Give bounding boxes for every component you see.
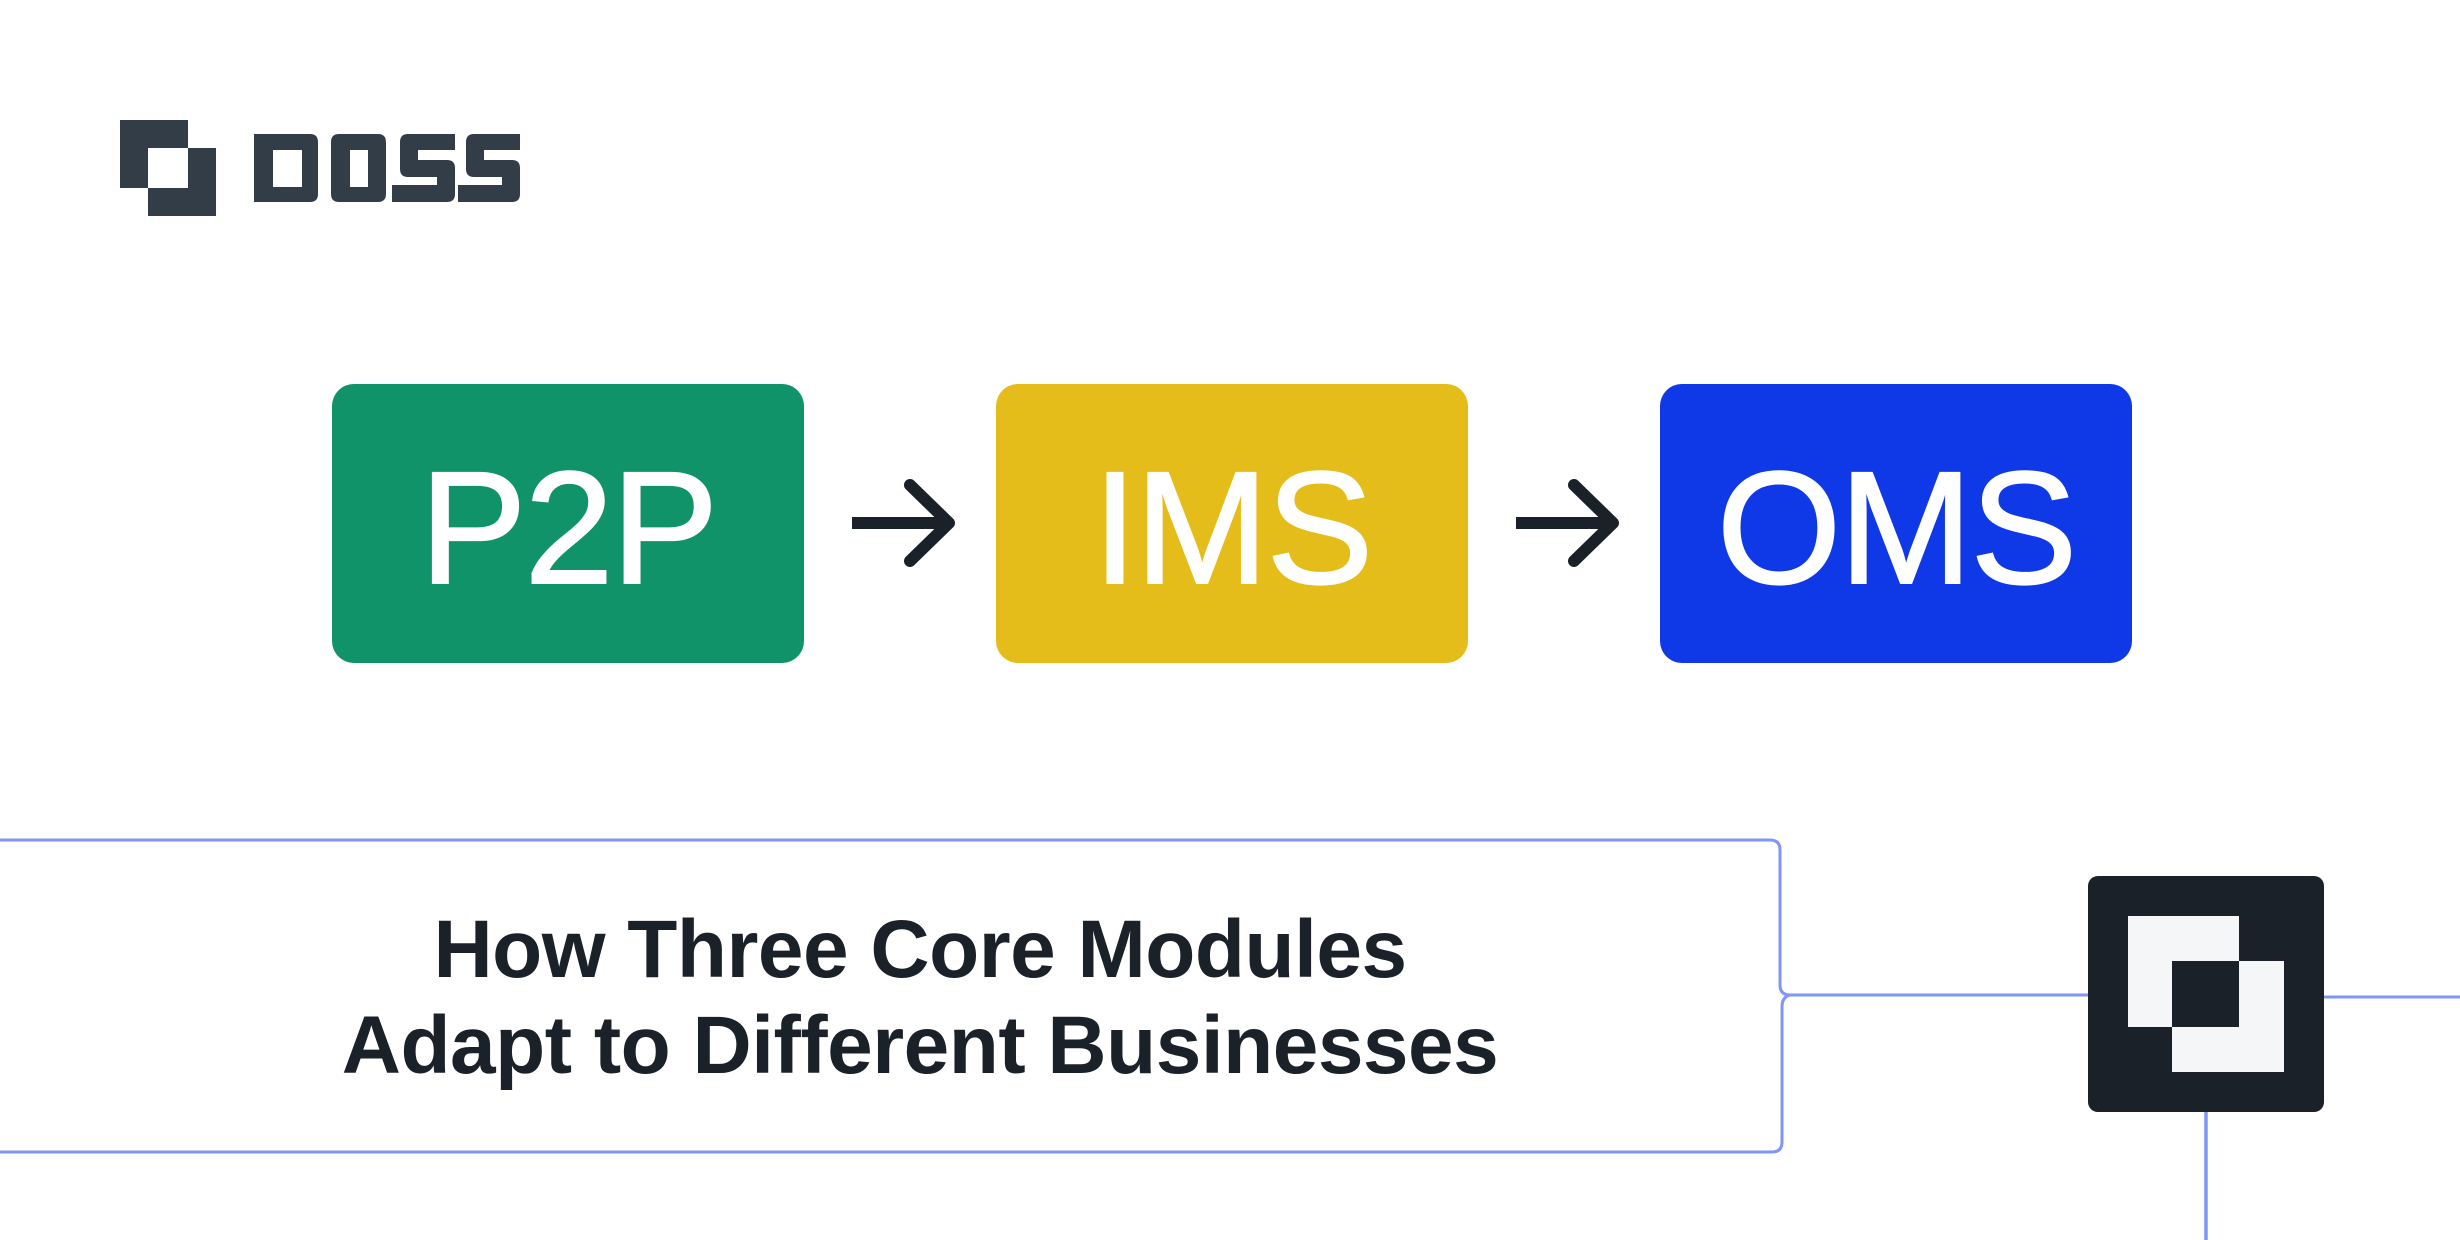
arrow-right-icon <box>850 478 960 568</box>
arrow-right-icon <box>1514 478 1624 568</box>
brand-wordmark <box>254 134 520 202</box>
title-line-2: Adapt to Different Businesses <box>341 1000 1499 1091</box>
doss-logo-icon <box>2128 916 2284 1072</box>
doss-logo-icon <box>120 120 216 216</box>
logo-badge <box>2088 876 2324 1112</box>
brand-logo <box>120 120 216 216</box>
module-label-p2p: P2P <box>419 437 719 617</box>
title-frame <box>0 838 2460 1240</box>
doss-wordmark-icon <box>254 134 520 202</box>
page-title: How Three Core Modules Adapt to Differen… <box>300 902 1540 1094</box>
module-label-oms: OMS <box>1716 437 2078 617</box>
title-line-1: How Three Core Modules <box>433 904 1407 995</box>
module-box-ims: IMS <box>996 384 1468 663</box>
module-box-oms: OMS <box>1660 384 2132 663</box>
module-box-p2p: P2P <box>332 384 804 663</box>
module-label-ims: IMS <box>1092 437 1374 617</box>
